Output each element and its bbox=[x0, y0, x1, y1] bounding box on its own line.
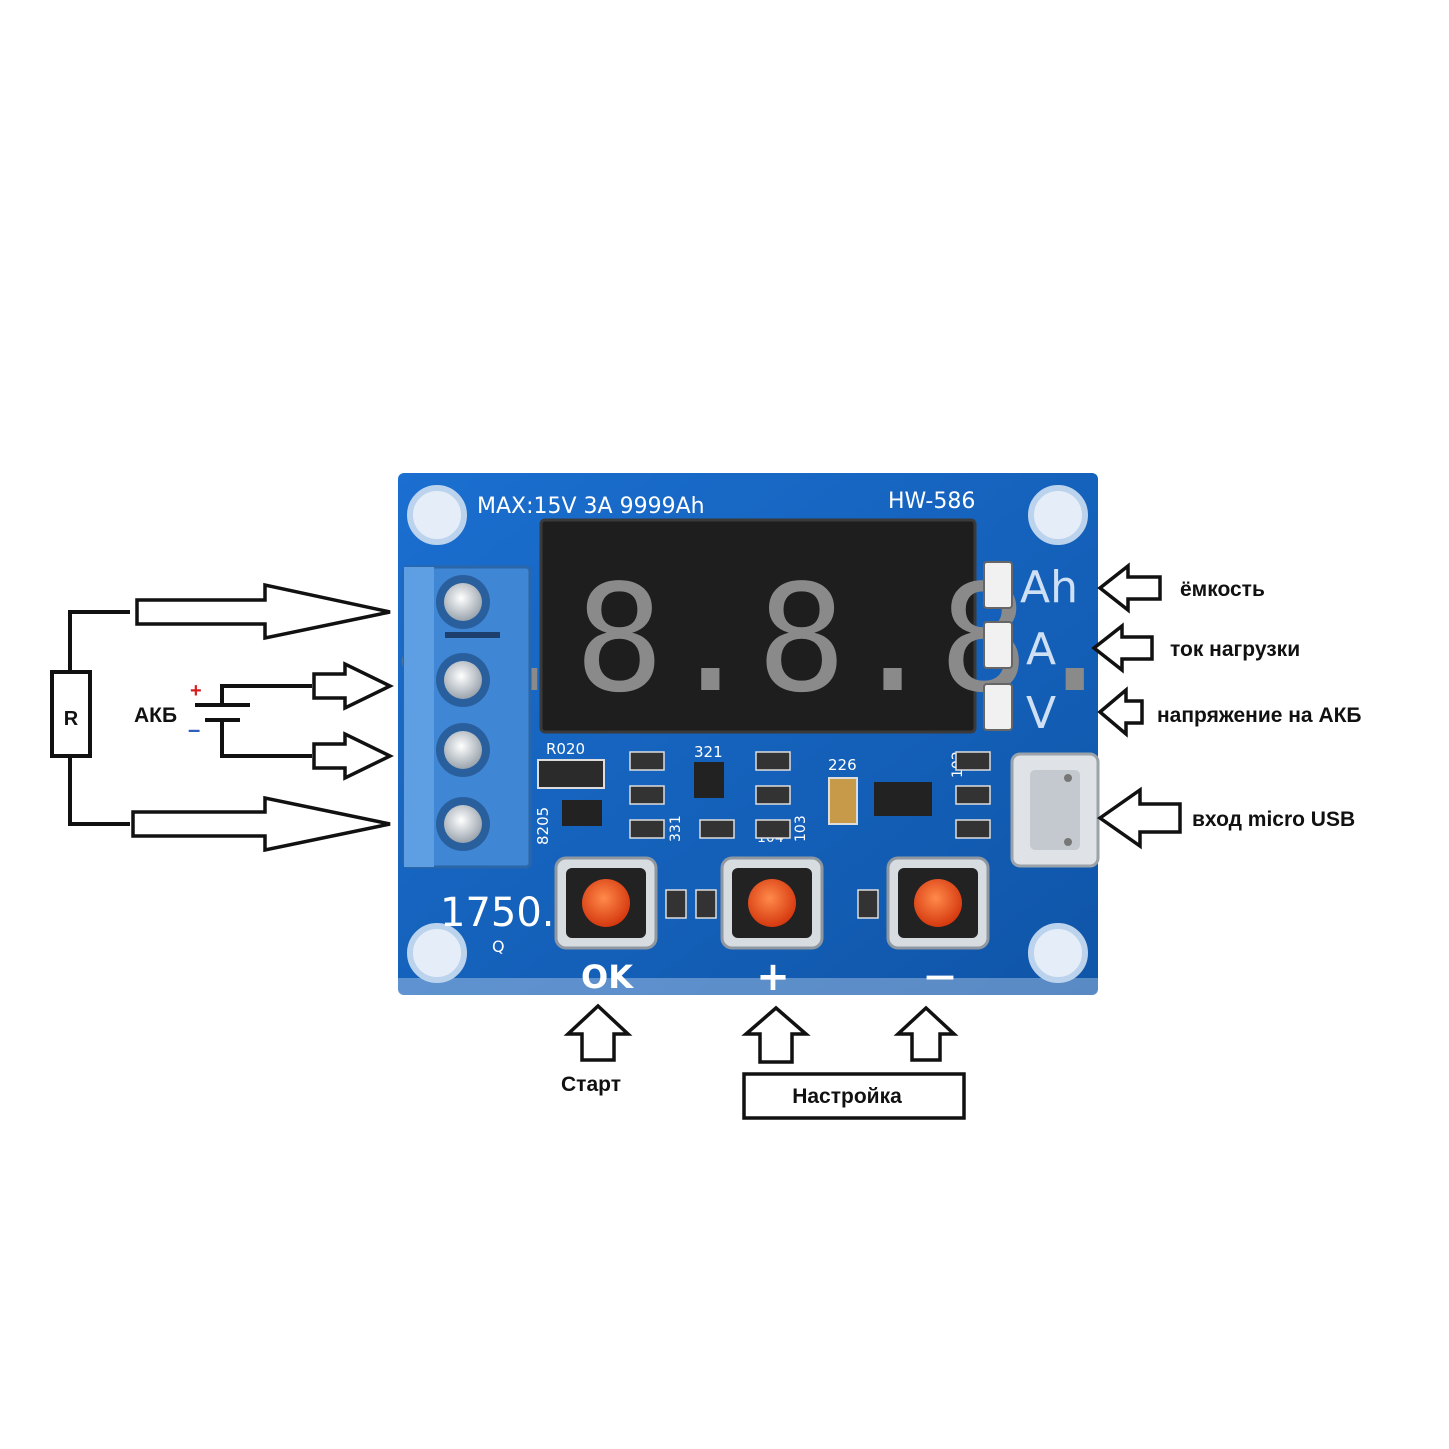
silk-rating: MAX:15V 3A 9999Ah bbox=[477, 494, 705, 519]
terminal-side bbox=[404, 567, 434, 867]
capacitor bbox=[828, 777, 858, 825]
label-start: Старт bbox=[561, 1073, 621, 1096]
battery-plus-sign: + bbox=[190, 680, 202, 702]
button-plus[interactable] bbox=[720, 856, 824, 950]
arrow-left-current bbox=[1091, 622, 1154, 674]
shunt-resistor bbox=[537, 759, 605, 789]
pcb-board: MAX:15V 3A 9999Ah HW-586 8.8.8.8. Ah A V bbox=[393, 473, 1119, 1000]
silk-unit-v: V bbox=[1026, 688, 1056, 739]
resistor-circuit: R bbox=[50, 610, 130, 826]
led-display bbox=[541, 520, 975, 732]
mosfet-chip bbox=[562, 800, 602, 826]
setup-label-box bbox=[742, 1072, 966, 1120]
arrow-left-usb bbox=[1096, 786, 1182, 850]
terminal-block bbox=[402, 565, 532, 869]
screw-1 bbox=[444, 583, 482, 621]
mounting-hole-bottom-right bbox=[1028, 923, 1088, 983]
led-indicator-a bbox=[983, 621, 1013, 669]
button-minus-cap[interactable] bbox=[914, 879, 962, 927]
silk-103: 103 bbox=[793, 815, 809, 842]
led-indicator-ah bbox=[983, 561, 1013, 609]
button-minus[interactable] bbox=[886, 856, 990, 950]
terminal-divider bbox=[445, 632, 500, 638]
sot-chip bbox=[694, 762, 724, 798]
wire-battery-plus bbox=[220, 684, 312, 705]
label-setup: Настройка bbox=[792, 1085, 902, 1108]
silk-1750: 1750. bbox=[440, 890, 555, 936]
pcb-edge bbox=[398, 978, 1098, 995]
label-load-current: ток нагрузки bbox=[1170, 638, 1300, 661]
battery-minus-sign: – bbox=[188, 717, 200, 742]
label-usb-input: вход micro USB bbox=[1192, 808, 1355, 831]
arrow-right-terminal-1 bbox=[135, 582, 391, 641]
wire-resistor-bottom bbox=[68, 756, 130, 826]
resistor-label: R bbox=[64, 708, 79, 730]
mounting-hole-top-left bbox=[407, 485, 467, 545]
silk-unit-ah: Ah bbox=[1020, 562, 1078, 613]
battery-label: АКБ bbox=[134, 704, 177, 727]
label-battery-voltage: напряжение на АКБ bbox=[1157, 704, 1362, 727]
button-plus-cap[interactable] bbox=[748, 879, 796, 927]
screw-3 bbox=[444, 731, 482, 769]
silk-resistor: R020 bbox=[546, 740, 585, 758]
arrow-up-plus bbox=[741, 1005, 811, 1064]
wire-resistor-top bbox=[68, 610, 130, 672]
screw-4 bbox=[444, 805, 482, 843]
silk-unit-a: A bbox=[1026, 624, 1056, 675]
button-ok-cap[interactable] bbox=[582, 879, 630, 927]
silk-226: 226 bbox=[828, 756, 857, 774]
mounting-hole-top-right bbox=[1028, 485, 1088, 545]
button-ok[interactable] bbox=[554, 856, 658, 950]
silk-331: 331 bbox=[668, 815, 684, 842]
screw-2 bbox=[444, 661, 482, 699]
silk-button-plus: + bbox=[756, 954, 790, 1000]
arrow-right-terminal-2 bbox=[312, 661, 394, 711]
arrow-right-terminal-3 bbox=[312, 731, 394, 781]
arrow-right-terminal-4 bbox=[131, 795, 391, 853]
resistor-symbol bbox=[50, 670, 92, 758]
regulator-chip bbox=[874, 782, 932, 816]
battery-circuit: АКБ + – bbox=[134, 680, 312, 758]
label-capacity: ёмкость bbox=[1180, 578, 1265, 601]
silk-button-ok: OK bbox=[581, 958, 634, 996]
silk-model: HW-586 bbox=[888, 489, 975, 514]
smd-components bbox=[629, 751, 991, 919]
mounting-hole-bottom-left bbox=[407, 923, 467, 983]
arrow-left-capacity bbox=[1097, 562, 1162, 614]
wire-battery-minus bbox=[220, 722, 312, 758]
arrow-up-minus bbox=[893, 1005, 959, 1062]
arrow-left-voltage bbox=[1097, 686, 1144, 738]
led-display-frame bbox=[539, 518, 977, 734]
silk-q: Q bbox=[492, 937, 505, 956]
micro-usb-socket bbox=[1030, 770, 1080, 850]
led-indicator-v bbox=[983, 683, 1013, 731]
silk-ic: 8205 bbox=[534, 807, 552, 845]
silk-321: 321 bbox=[694, 743, 723, 761]
arrow-up-ok bbox=[563, 1003, 633, 1062]
silk-button-minus: — bbox=[925, 959, 955, 994]
